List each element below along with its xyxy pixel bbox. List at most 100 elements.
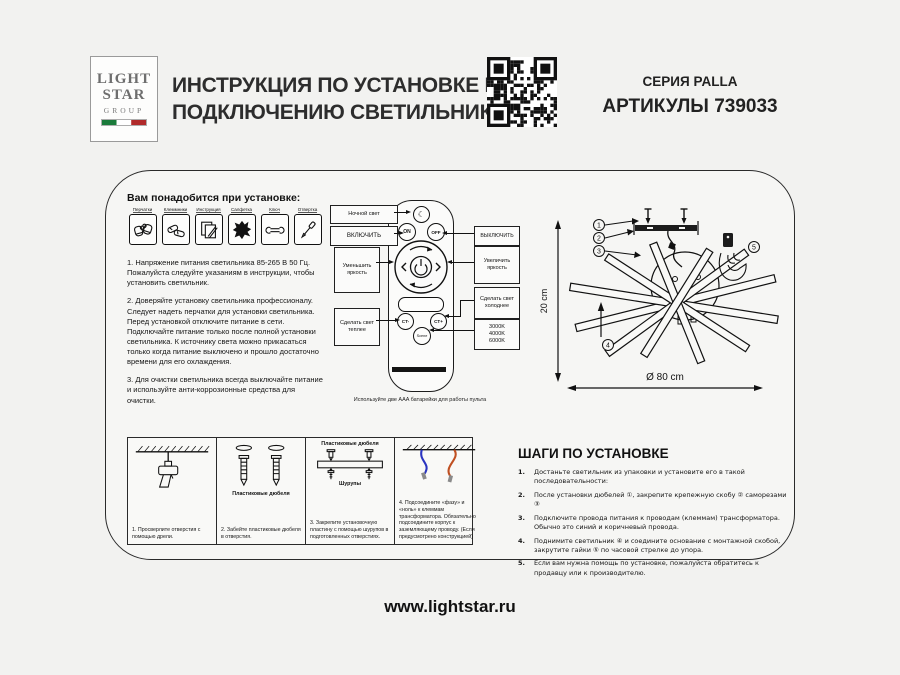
label-warmer: Сделать свет теплее — [334, 308, 380, 346]
series-block: СЕРИЯ PALLA АРТИКУЛЫ 739033 — [590, 74, 790, 118]
battery-note: Используйте две AAA батарейки для работы… — [353, 397, 487, 403]
mounting-bracket — [635, 225, 697, 231]
tool-label: Салфетка — [230, 207, 253, 213]
panel-caption: 4. Подсоедините «фазу» и «ноль» к клемма… — [399, 499, 476, 541]
tool-napkin: Салфетка — [225, 207, 258, 245]
step-item: 5. Если вам нужна помощь по установке, п… — [518, 559, 759, 577]
phase-wire — [420, 449, 428, 475]
remote-battery-stripe — [392, 367, 446, 372]
height-dimension: 20 cm — [539, 289, 549, 314]
svg-text:4: 4 — [606, 343, 610, 350]
step-item: 3. Подключите провода питания к проводам… — [518, 513, 780, 532]
screws-label: Шурупы — [338, 481, 362, 487]
connector-line — [376, 320, 397, 322]
ct-minus-button: CT- — [397, 313, 414, 330]
callout-5: 5 — [748, 241, 760, 253]
article-number: АРТИКУЛЫ 739033 — [602, 96, 778, 117]
dowels-label: Пластиковые дюбеля — [232, 491, 290, 497]
tool-manual: Инструкция — [192, 207, 225, 245]
qr-code-icon — [487, 57, 557, 127]
label-dim: Уменьшить яркость — [334, 247, 380, 293]
pill-button — [398, 297, 444, 312]
plate-dowels-label: Пластиковые дюбеля — [321, 441, 379, 447]
callout-3: 3 — [593, 245, 641, 258]
lamp-diagram: 20 cm Ø 80 cm — [539, 208, 779, 391]
arrow-icon — [399, 230, 404, 235]
tools-row: Перчатки Клеммники Инструкция — [126, 207, 324, 245]
warning-2: 2. Доверяйте установку светильника профе… — [127, 296, 319, 367]
installation-steps: ШАГИ ПО УСТАНОВКЕ 1. Достаньте светильни… — [518, 446, 788, 582]
logo-line1: LIGHT — [96, 70, 152, 87]
moon-icon: ☾ — [417, 210, 426, 219]
arrow-icon — [395, 317, 400, 322]
svg-text:1: 1 — [597, 223, 601, 230]
svg-text:5: 5 — [752, 245, 756, 252]
arrow-icon — [389, 259, 394, 264]
callout-4: 4 — [597, 302, 614, 351]
gloves-icon — [133, 223, 152, 236]
scene-button: Scene — [413, 327, 431, 345]
arrow-icon — [442, 230, 447, 235]
tool-label: Отвертка — [297, 207, 318, 213]
title-line1: ИНСТРУКЦИЯ ПО УСТАНОВКЕ И — [172, 74, 500, 97]
neutral-wire — [447, 449, 457, 477]
drill-ceiling-icon — [135, 445, 210, 488]
connector-line — [460, 300, 462, 317]
terminal-clamps-icon — [166, 224, 185, 237]
steps-heading: ШАГИ ПО УСТАНОВКЕ — [518, 446, 669, 461]
dowels-icon — [235, 444, 285, 487]
tool-clamps: Клеммники — [159, 207, 192, 245]
power-wire — [667, 230, 683, 268]
lightstar-logo: LIGHT STAR GROUP — [90, 56, 158, 142]
panel-plate: Пластиковые дюбеля Шурупы 3. Закрепите у… — [306, 438, 395, 544]
panel-caption: 2. Забейте пластиковые дюбеля в отверсти… — [221, 527, 301, 541]
brightness-dial — [394, 240, 448, 294]
wires-icon — [402, 444, 476, 483]
screwdriver-icon — [300, 220, 316, 238]
label-night-light: Ночной свет — [330, 205, 398, 224]
arrow-icon — [429, 327, 434, 332]
svg-text:3: 3 — [597, 249, 601, 256]
hand-with-remote — [718, 233, 747, 281]
series-name: СЕРИЯ PALLA — [642, 74, 738, 89]
step-item: 2. После установки дюбелей ①, закрепите … — [518, 490, 787, 509]
tool-label: Ключ — [269, 207, 280, 213]
panel-wires: 4. Подсоедините «фазу» и «ноль» к клемма… — [395, 438, 483, 544]
connector-line — [447, 233, 474, 235]
italian-flag-icon — [101, 119, 147, 127]
arrow-icon — [447, 259, 452, 264]
logo-line3: GROUP — [103, 106, 145, 116]
width-dimension: Ø 80 cm — [646, 372, 684, 383]
mounting-plate-icon — [317, 449, 383, 480]
tool-label: Инструкция — [196, 207, 221, 213]
safety-warnings: 1. Напряжение питания светильника 85-265… — [127, 258, 324, 414]
dial-left-arrow-icon — [401, 262, 407, 272]
tool-screwdriver: Отвертка — [291, 207, 324, 245]
warning-1: 1. Напряжение питания светильника 85-265… — [127, 258, 315, 288]
light-bars — [568, 241, 779, 365]
label-turn-on: ВКЛЮЧИТЬ — [330, 226, 398, 246]
arrow-icon — [406, 209, 411, 214]
label-turn-off: ВЫКЛЮЧИТЬ — [474, 226, 520, 246]
connector-line — [452, 262, 474, 264]
on-button: ON — [398, 223, 416, 241]
panel-caption: 1. Просверлите отверстия с помощью дрели… — [132, 527, 201, 541]
panel-drill: 1. Просверлите отверстия с помощью дрели… — [128, 438, 217, 544]
tool-wrench: Ключ — [258, 207, 291, 245]
step-item: 4. Поднимите светильник ④ и соедините ос… — [518, 536, 781, 554]
wrench-icon — [265, 226, 284, 234]
panel-dowels: Пластиковые дюбеля 2. Забейте пластиковы… — [217, 438, 306, 544]
tool-label: Перчатки — [132, 207, 153, 213]
connector-line — [394, 212, 407, 214]
tools-heading: Вам понадобится при установке: — [127, 192, 301, 204]
dial-right-arrow-icon — [435, 262, 441, 272]
connector-line — [394, 233, 400, 235]
warning-3: 3. Для очистки светильника всегда выключ… — [127, 375, 323, 405]
logo-line2: STAR — [102, 86, 146, 103]
callout-2: 2 — [593, 229, 634, 244]
arrow-icon — [444, 313, 449, 318]
panel-caption: 3. Закрепите установочную пластину с пом… — [310, 520, 389, 541]
mini-remote-icon — [723, 233, 733, 247]
callout-1: 1 — [593, 218, 639, 231]
